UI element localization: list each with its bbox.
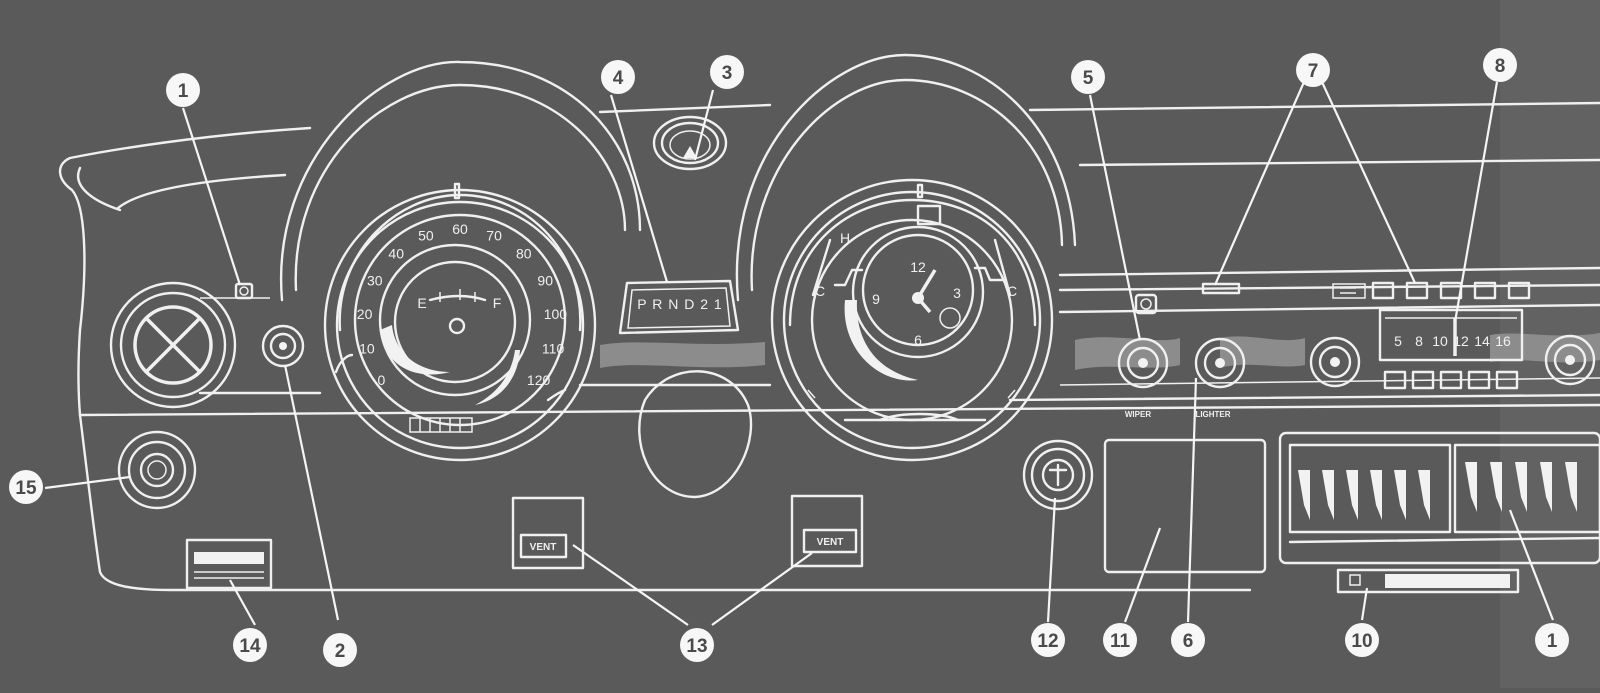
temp-hot-label: H (840, 230, 850, 246)
speedometer-numeral: 50 (418, 227, 434, 243)
left-lower-knob[interactable] (117, 430, 197, 510)
callout-c1a: 1 (166, 73, 200, 107)
callout-c6: 6 (1171, 623, 1205, 657)
callout-number: 10 (1351, 631, 1372, 652)
radio-volume-knob[interactable] (1309, 336, 1361, 388)
glove-box-door[interactable] (1103, 438, 1267, 574)
woodgrain-trim (600, 333, 1600, 370)
radio-tuning-knob[interactable] (1544, 334, 1596, 386)
callout-number: 1 (178, 81, 189, 102)
speedometer-numerals: 010 20 30 40 50 60 70 80 90 100 110 120 (357, 221, 567, 388)
callout-number: 4 (613, 68, 624, 89)
left-small-switch[interactable] (234, 282, 254, 300)
callout-number: 11 (1110, 631, 1131, 652)
fuel-empty-label: E (417, 295, 426, 311)
speedometer-cluster (279, 60, 642, 462)
speedometer-numeral: 0 (378, 372, 386, 388)
callout-number: 5 (1083, 68, 1094, 89)
speedometer-numeral: 110 (542, 341, 565, 357)
callout-number: 6 (1183, 631, 1194, 652)
left-vent-label: VENT (530, 542, 557, 553)
callout-c14: 14 (233, 628, 267, 662)
small-toggle-switch[interactable] (1134, 293, 1158, 315)
left-air-vent[interactable] (109, 281, 237, 409)
callout-leaders (44, 81, 1555, 626)
radio-dial-numeral: 16 (1495, 333, 1511, 349)
indicator-slot (1201, 282, 1241, 295)
speedometer-numeral: 70 (486, 227, 502, 243)
callout-number: 15 (15, 478, 37, 499)
callout-number: 2 (335, 641, 346, 662)
clock-cluster (735, 53, 1077, 462)
speedometer-numeral: 10 (359, 341, 375, 357)
callout-c7: 7 (1296, 53, 1330, 87)
callout-number: 3 (722, 63, 733, 84)
right-vent-control[interactable] (790, 494, 864, 568)
speedometer-numeral: 60 (452, 221, 468, 237)
radio-preset-buttons-top[interactable] (1332, 281, 1531, 300)
speedometer-numeral: 90 (537, 273, 553, 289)
callout-c10: 10 (1345, 623, 1379, 657)
callout-number: 8 (1495, 56, 1506, 77)
callout-c1b: 1 (1535, 623, 1569, 657)
callout-c11: 11 (1103, 623, 1137, 657)
clock-numeral-9: 9 (872, 291, 880, 307)
speedometer-numeral: 30 (367, 273, 383, 289)
lighter-label: LIGHTER (1195, 410, 1230, 419)
callout-c13: 13 (680, 628, 714, 662)
temp-cold-label: C (815, 283, 825, 299)
speedometer-numeral: 120 (527, 372, 551, 388)
ignition-switch[interactable] (1022, 439, 1094, 511)
temp-cold-right-label: C (1007, 283, 1017, 299)
radio-preset-buttons-bottom[interactable] (1383, 370, 1519, 390)
callout-c8: 8 (1483, 48, 1517, 82)
right-air-outlet[interactable] (1278, 431, 1600, 565)
callout-c2: 2 (323, 633, 357, 667)
top-center-speaker-grille (652, 115, 728, 171)
center-glovebox-opening (638, 370, 753, 499)
callout-number: 7 (1308, 61, 1319, 82)
callout-number: 13 (686, 636, 707, 657)
wiper-knob[interactable] (1117, 337, 1169, 389)
callout-c15: 15 (9, 470, 43, 504)
clock-numeral-3: 3 (953, 285, 961, 301)
bottom-control-lever[interactable] (1336, 568, 1520, 594)
fuel-full-label: F (493, 295, 502, 311)
lighter-knob[interactable] (1194, 337, 1246, 389)
callout-number: 12 (1037, 631, 1058, 652)
callout-c5: 5 (1071, 60, 1105, 94)
radio-dial-numeral: 12 (1453, 333, 1469, 349)
speedometer-numeral: 100 (544, 306, 568, 322)
speedometer-numeral: 80 (516, 245, 532, 261)
clock-numeral-6: 6 (914, 332, 922, 348)
radio-dial-numeral: 8 (1415, 333, 1423, 349)
headlamp-switch-knob[interactable] (261, 324, 305, 368)
radio-dial-numeral: 10 (1432, 333, 1448, 349)
hood-release-handle[interactable] (185, 538, 273, 590)
callout-c12: 12 (1031, 623, 1065, 657)
speedometer-numeral: 40 (388, 245, 404, 261)
wiper-label: WIPER (1125, 410, 1151, 419)
callout-number: 14 (239, 636, 261, 657)
radio-dial-numeral: 5 (1394, 333, 1402, 349)
radio-dial-numeral: 14 (1474, 333, 1490, 349)
callout-number: 1 (1547, 631, 1558, 652)
radio-dial-panel (1378, 308, 1524, 362)
dash-outline (58, 101, 1600, 592)
gear-selector-indicator (618, 279, 740, 335)
callout-c3: 3 (710, 55, 744, 89)
callout-c4: 4 (601, 60, 635, 94)
right-vent-label: VENT (817, 537, 844, 548)
clock-numeral-12: 12 (910, 259, 926, 275)
speedometer-numeral: 20 (357, 306, 373, 322)
left-vent-control[interactable] (511, 496, 585, 570)
gear-selector-text: P R N D 2 1 (637, 296, 722, 312)
